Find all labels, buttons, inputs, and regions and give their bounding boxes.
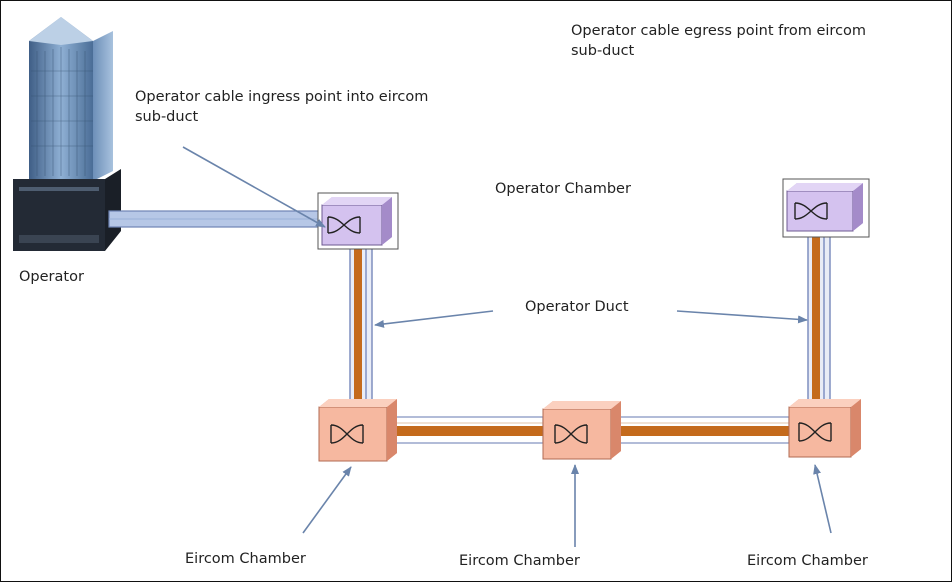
chamber-splice-icon [794,202,828,220]
lead-in-duct [108,210,322,228]
eircom-chamber-label-left: Eircom Chamber [185,551,306,567]
chamber-splice-icon [327,216,361,234]
chamber-splice-icon [798,422,832,442]
chamber-splice-icon [554,424,588,444]
arrow-eircom-left [302,466,352,534]
operator-label: Operator [19,269,84,285]
arrow-duct-right [676,310,808,324]
arrow-ingress [182,146,326,228]
operator-duct-right [807,232,831,406]
operator-duct-left [349,246,373,406]
operator-duct-label: Operator Duct [525,299,629,315]
eircom-chamber-right [788,399,861,458]
pointer-arrows [182,146,832,547]
ingress-point-label: Operator cable ingress point into eircom… [135,89,429,125]
operator-chamber-right [782,178,870,238]
operator-chamber-left [317,192,399,250]
eircom-duct-right [618,416,790,444]
eircom-chamber-label-middle: Eircom Chamber [459,553,580,569]
eircom-duct-left [394,416,544,444]
eircom-chamber-middle [542,401,621,460]
operator-chamber-label: Operator Chamber [495,181,631,197]
eircom-chamber-label-right: Eircom Chamber [747,553,868,569]
office-building-icon [13,17,121,251]
arrow-duct-left [374,310,494,328]
arrow-eircom-right [813,464,832,534]
chamber-splice-icon [330,424,364,444]
egress-point-label: Operator cable egress point from eircom … [571,23,867,59]
eircom-chamber-left [318,399,397,462]
